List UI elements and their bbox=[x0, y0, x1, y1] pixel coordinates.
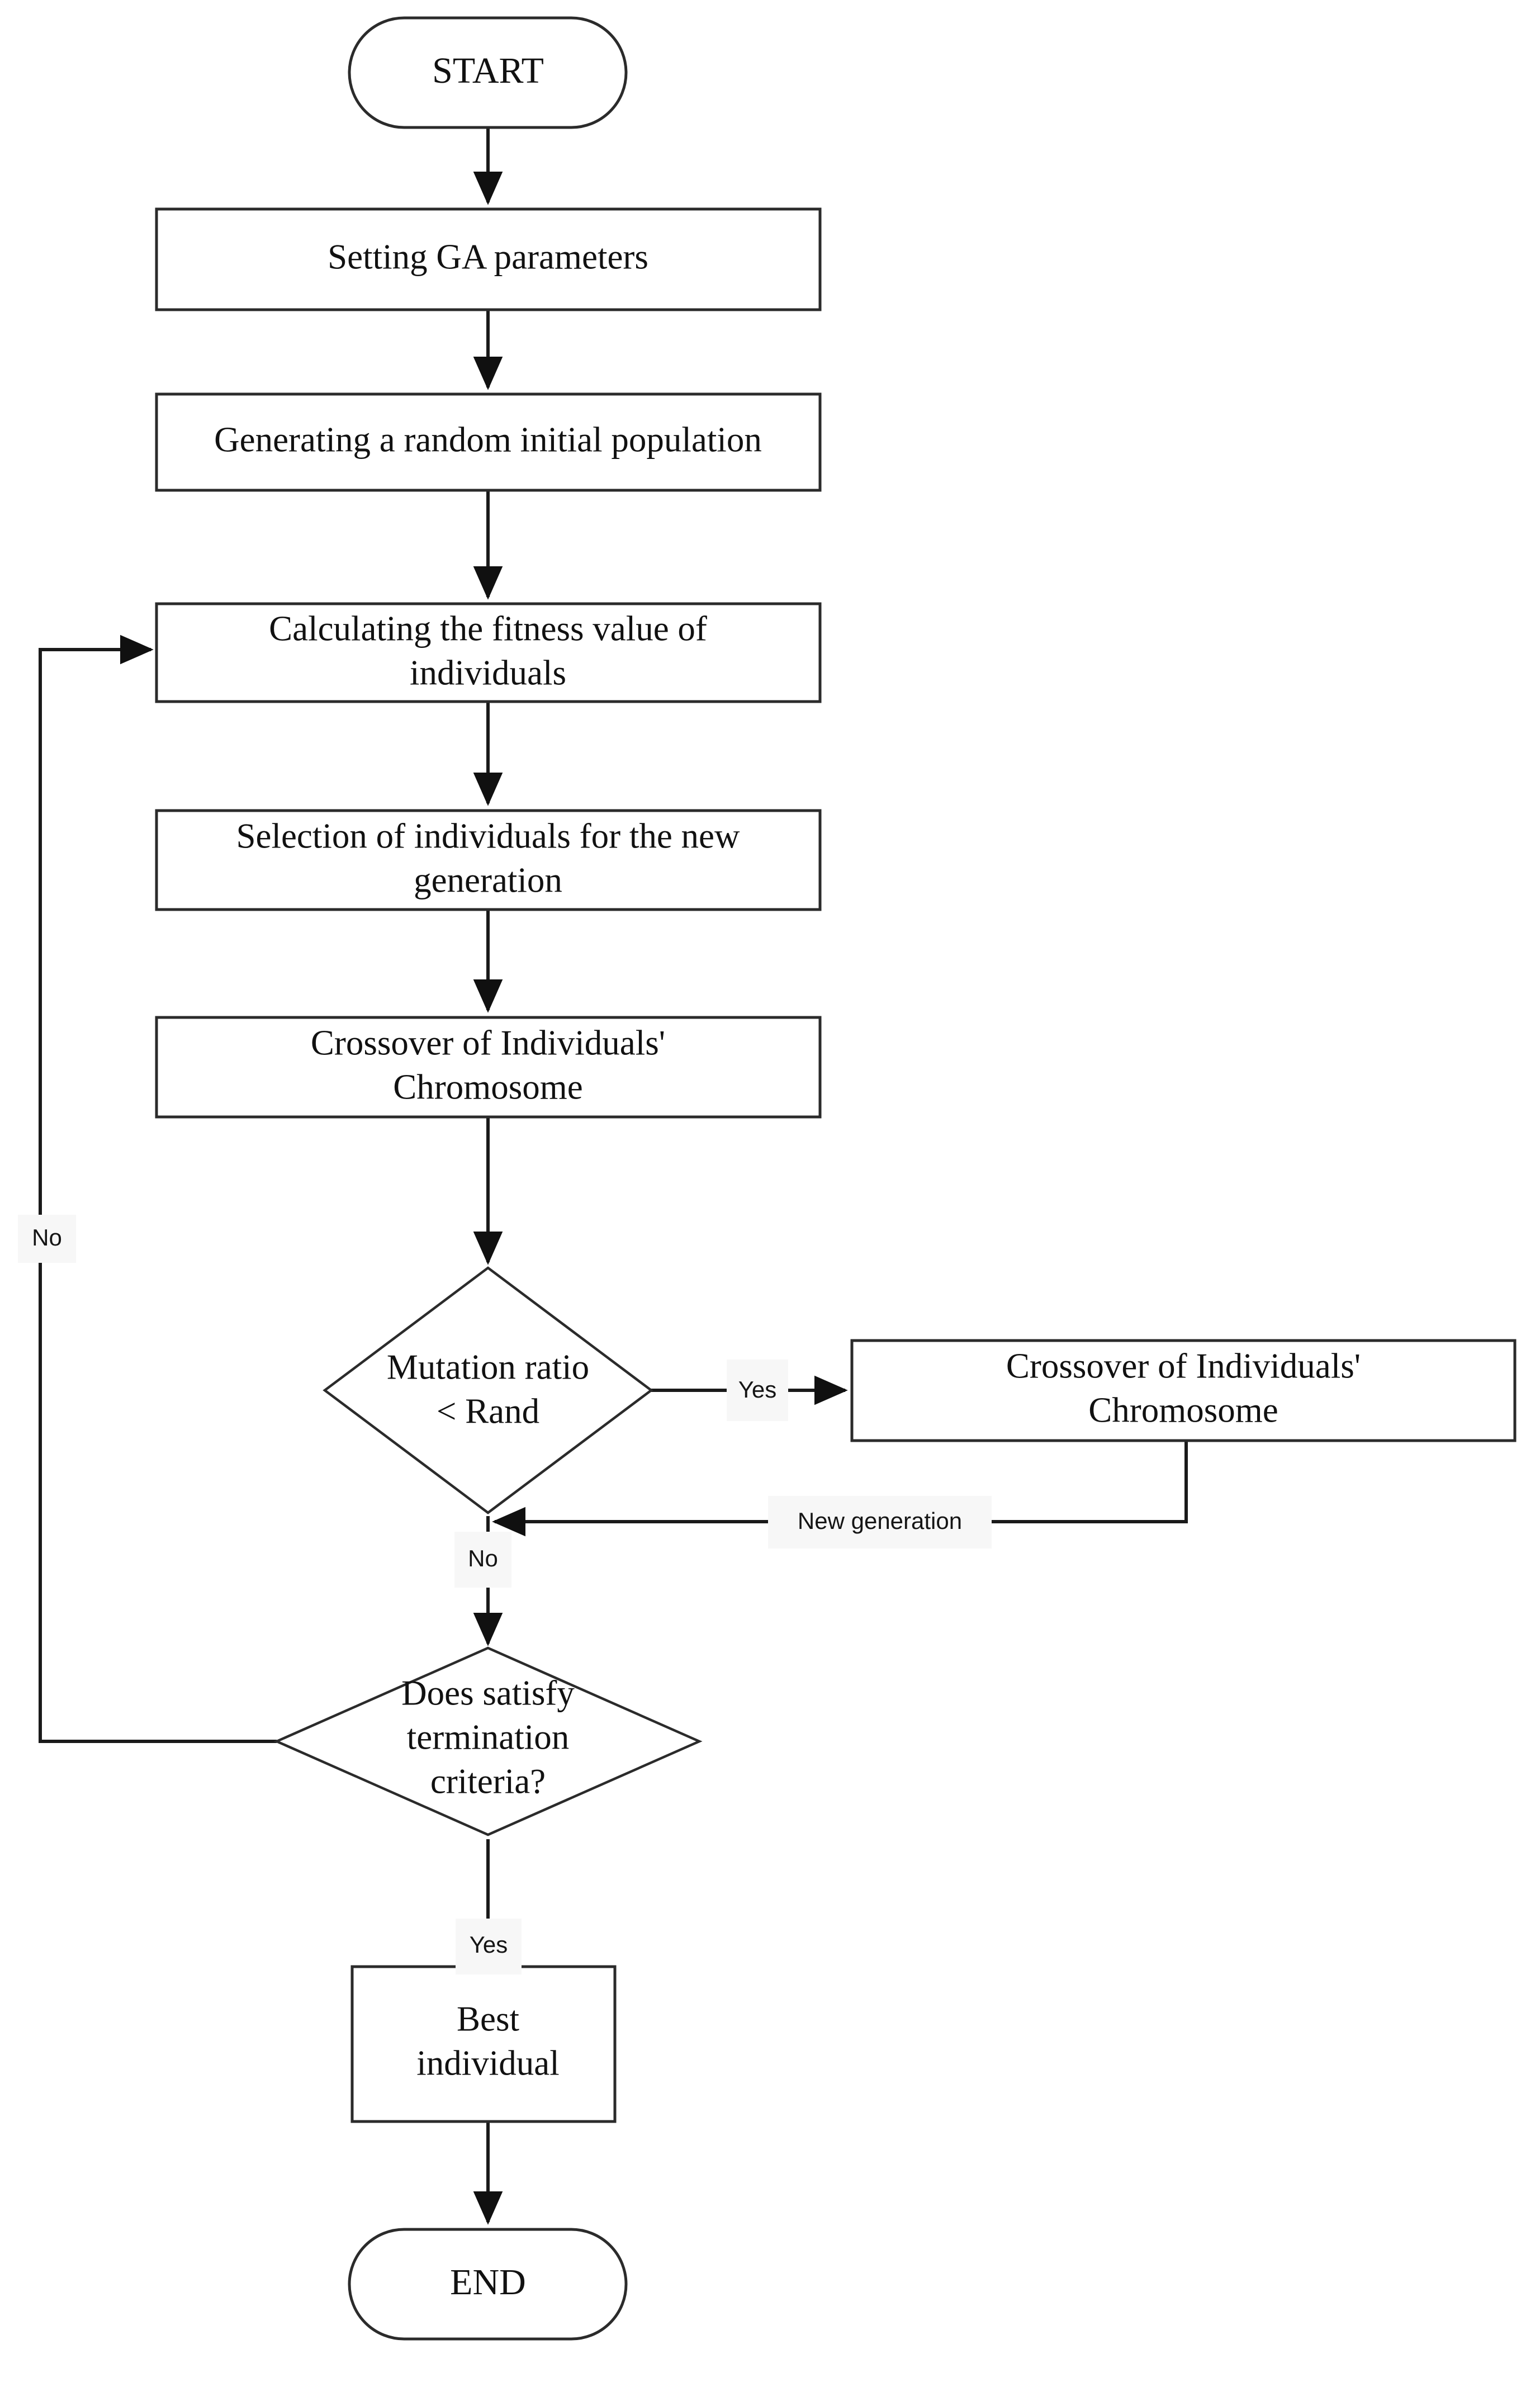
node-crossover-chromosome[interactable] bbox=[155, 1016, 822, 1119]
node-selection-individuals-label-line2: generation bbox=[414, 860, 562, 899]
node-end-label: END bbox=[450, 2262, 526, 2303]
node-crossover-chromosome-label-line2: Chromosome bbox=[393, 1067, 583, 1106]
edge-label-mutation-yes-bg bbox=[727, 1360, 788, 1421]
node-mutation-crossover-box-label-line2: Chromosome bbox=[1088, 1390, 1278, 1429]
edge-label-termination-no-bg bbox=[18, 1215, 76, 1263]
node-termination-decision-label-line3: criteria? bbox=[430, 1761, 546, 1801]
node-calculating-fitness-label-line1: Calculating the fitness value of bbox=[269, 609, 707, 648]
node-setting-ga-parameters-label: Setting GA parameters bbox=[328, 237, 648, 276]
node-crossover-chromosome-label-line1: Crossover of Individuals' bbox=[311, 1023, 665, 1062]
node-mutation-crossover-box-label-line1: Crossover of Individuals' bbox=[1006, 1346, 1361, 1385]
node-start[interactable] bbox=[348, 16, 628, 129]
edge-newgeneration-return bbox=[492, 1441, 1188, 1537]
edge-label-termination-yes-bg bbox=[456, 1919, 522, 1974]
node-best-individual-label-line1: Best bbox=[457, 1999, 520, 2038]
node-termination-decision-label-line2: termination bbox=[407, 1717, 569, 1756]
edge-label-new-generation: New generation bbox=[798, 1508, 962, 1534]
node-mutation-decision-label-line2: < Rand bbox=[437, 1391, 539, 1431]
node-selection-individuals[interactable] bbox=[155, 809, 822, 911]
node-setting-ga-parameters[interactable] bbox=[155, 207, 822, 311]
node-calculating-fitness[interactable] bbox=[155, 602, 822, 703]
node-mutation-crossover-box[interactable] bbox=[850, 1339, 1517, 1442]
node-termination-decision[interactable] bbox=[273, 1646, 703, 1836]
edge-label-mutation-no-bg bbox=[454, 1532, 511, 1588]
node-mutation-decision-label-line1: Mutation ratio bbox=[387, 1347, 589, 1386]
node-end[interactable] bbox=[348, 2228, 628, 2341]
edge-label-termination-no: No bbox=[32, 1224, 62, 1251]
node-generating-initial-population[interactable] bbox=[155, 392, 822, 492]
edge-termination-no-loop bbox=[39, 634, 277, 1743]
node-calculating-fitness-label-line2: individuals bbox=[410, 653, 566, 692]
node-termination-decision-label-line1: Does satisfy bbox=[401, 1673, 575, 1712]
edge-label-new-generation-bg bbox=[768, 1496, 992, 1548]
edge-label-termination-yes: Yes bbox=[470, 1931, 508, 1958]
edge-label-mutation-no: No bbox=[468, 1545, 498, 1571]
edge-label-mutation-yes: Yes bbox=[738, 1376, 777, 1403]
node-selection-individuals-label-line1: Selection of individuals for the new bbox=[236, 816, 740, 855]
node-start-label: START bbox=[432, 50, 544, 91]
node-best-individual-label-line2: individual bbox=[416, 2043, 559, 2082]
node-best-individual[interactable] bbox=[350, 1965, 617, 2123]
node-mutation-decision[interactable] bbox=[323, 1266, 653, 1514]
node-generating-initial-population-label: Generating a random initial population bbox=[214, 420, 762, 459]
